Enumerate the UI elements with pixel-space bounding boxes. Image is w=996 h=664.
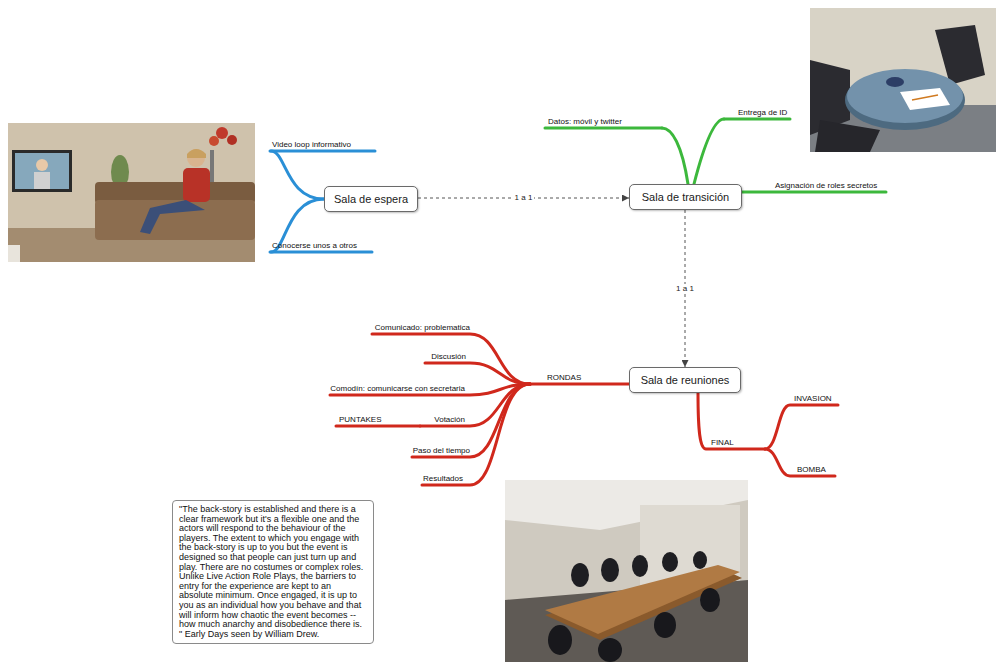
tv-presenter-body <box>34 172 50 189</box>
photo-wall <box>810 8 996 152</box>
branch-line <box>422 384 530 485</box>
branch-label: PUNTAKES <box>339 415 382 425</box>
edge-label: 1 a 1 <box>513 193 535 203</box>
person-head <box>187 149 205 167</box>
branch-line <box>270 251 372 254</box>
branch-line <box>742 191 886 194</box>
branch-label: Comodín: comunicarse con secretaria <box>330 384 465 394</box>
bowl <box>886 77 904 87</box>
flower <box>216 127 228 139</box>
branch-line <box>372 334 530 384</box>
branch-label: INVASION <box>794 394 832 404</box>
branch-line <box>765 405 838 449</box>
branch-label: Comunicado: problematica <box>375 323 470 333</box>
side-object <box>8 245 20 262</box>
branch-line <box>765 449 835 476</box>
tv-frame <box>12 150 72 192</box>
chair <box>571 563 589 587</box>
chair <box>700 588 720 612</box>
person-legs <box>140 200 205 234</box>
branch-label: Paso del tiempo <box>413 446 470 456</box>
red-branches <box>330 334 838 485</box>
paper <box>900 88 950 110</box>
branch-label: FINAL <box>711 438 734 448</box>
room-name: Sala de transición <box>642 191 729 204</box>
branch-line <box>662 128 688 184</box>
branch-label: Datos: móvil y twitter <box>548 117 622 127</box>
room-name: Sala de reuniones <box>641 374 730 387</box>
chair <box>815 120 880 152</box>
chair <box>601 558 619 582</box>
branch-label: Asignación de roles secretos <box>775 181 877 191</box>
green-branches <box>545 119 886 192</box>
sofa-seat <box>95 200 255 240</box>
branch-line <box>545 127 662 130</box>
room-box: Sala de reuniones <box>629 367 741 393</box>
person-hair <box>187 149 206 158</box>
chair <box>598 638 622 662</box>
transition-room-photo <box>810 8 996 152</box>
quote-box: "The back-story is established and there… <box>172 500 374 644</box>
tv-presenter-head <box>36 159 48 171</box>
edge-label: 1 a 1 <box>674 284 696 294</box>
branch-label: Votación <box>434 415 465 425</box>
branch-line <box>336 425 420 428</box>
meeting-room-photo <box>505 480 748 662</box>
waiting-room-photo <box>8 123 255 262</box>
chair <box>662 552 678 572</box>
room-box: Sala de transición <box>629 184 742 210</box>
pen <box>912 95 938 100</box>
table-top <box>545 565 740 634</box>
branch-label: Video loop informativo <box>272 140 351 150</box>
branch-line <box>724 118 790 121</box>
branch-label: Resultados <box>423 474 463 484</box>
branch-line <box>530 383 629 386</box>
room-name: Sala de espera <box>334 193 408 206</box>
chair <box>548 625 572 655</box>
tv-screen <box>15 153 69 189</box>
person-shirt <box>183 168 210 202</box>
photo-wall <box>505 480 748 662</box>
branch-label: Discusión <box>431 352 466 362</box>
chair <box>654 612 676 638</box>
branch-line <box>698 393 765 449</box>
branch-line <box>271 151 324 199</box>
table-top <box>847 69 963 123</box>
branch-label: BOMBA <box>797 465 826 475</box>
branch-line <box>270 150 375 153</box>
branch-line <box>425 363 530 384</box>
chair <box>693 551 707 569</box>
room-box: Sala de espera <box>324 186 418 212</box>
chair <box>632 555 648 577</box>
flower <box>209 136 219 146</box>
branch-line <box>330 384 530 395</box>
branch-label: Conocerse unos a otros <box>272 241 357 251</box>
flower <box>227 135 237 145</box>
photo-wall <box>8 123 255 262</box>
quote-text: "The back-story is established and there… <box>179 505 367 639</box>
branch-label: RONDAS <box>547 373 581 383</box>
table-edge <box>845 70 965 130</box>
branch-label: Entrega de ID <box>738 108 787 118</box>
branch-line <box>694 119 724 184</box>
